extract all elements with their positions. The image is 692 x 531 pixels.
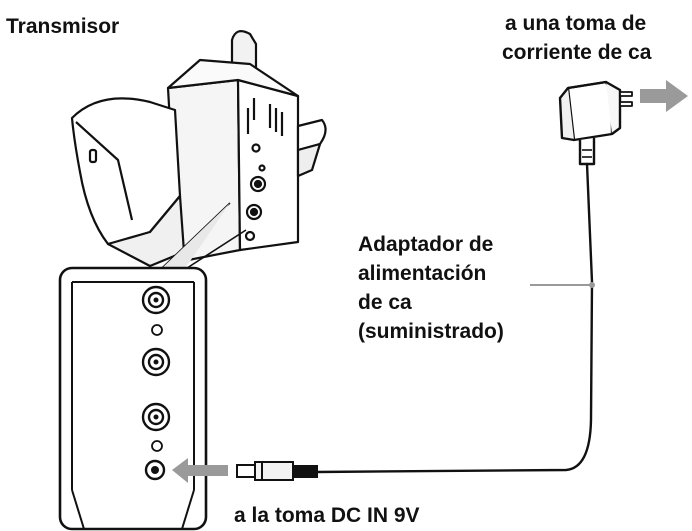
adapter-label-line-3: de ca: [358, 291, 412, 314]
dc-plug-icon: [236, 461, 318, 481]
arrow-left-icon: [172, 458, 228, 483]
zoom-connector-lines: [159, 202, 247, 271]
arrow-right-icon: [640, 80, 688, 112]
adapter-label-line-1: Adaptador de: [358, 233, 494, 256]
adapter-label-line-2: alimentación: [358, 262, 487, 285]
outlet-label-line-2: corriente de ca: [502, 41, 652, 64]
adapter-cable: [314, 162, 594, 474]
adapter-leader-line: [530, 282, 595, 288]
adapter-label-line-4: (suministrado): [358, 320, 504, 343]
dc-in-jack-label: a la toma DC IN 9V: [234, 504, 420, 527]
ac-adapter-plug-icon: [558, 80, 633, 166]
transmitter-device-icon: [70, 29, 327, 268]
outlet-label-line-1: a una toma de: [505, 12, 647, 35]
transmitter-label: Transmisor: [6, 15, 120, 38]
jack-panel-zoom: [58, 266, 208, 531]
